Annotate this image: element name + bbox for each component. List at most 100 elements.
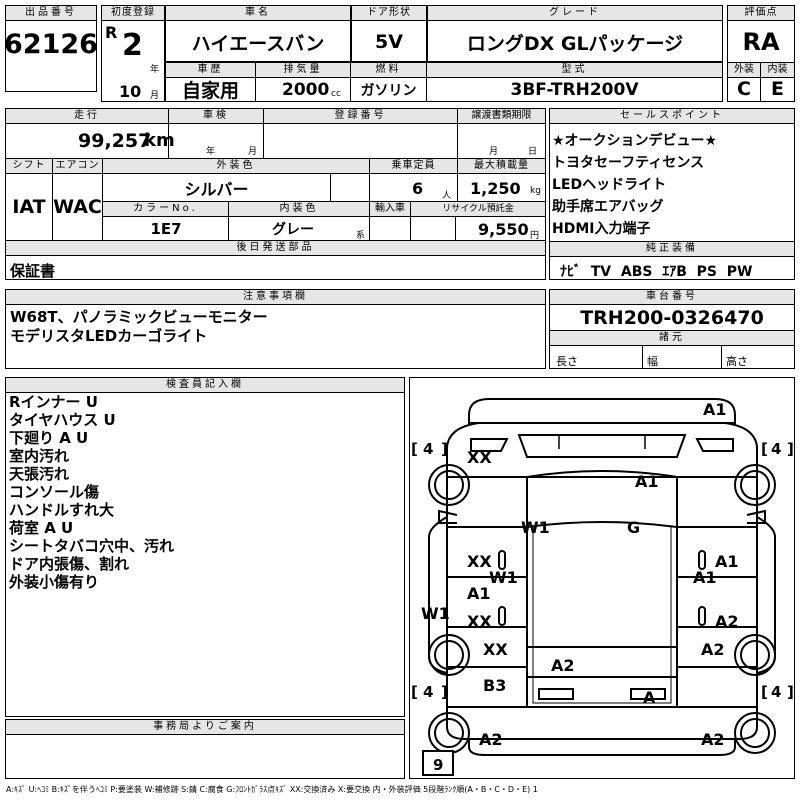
tire-rr-value: 4 — [771, 683, 781, 701]
damage-mark: A1 — [635, 472, 659, 491]
spec-table — [5, 108, 546, 280]
capacity-unit: 人 — [442, 191, 452, 201]
chassis-box — [549, 289, 795, 369]
inspector-label: 検査員記入欄 — [6, 378, 404, 393]
interior-color: グレー — [272, 222, 314, 238]
color-label: 外装色 — [103, 159, 370, 174]
chassis-number: TRH200-0326470 — [580, 306, 764, 329]
inspector-line: コンソール傷 — [9, 483, 100, 501]
displacement-label: 排気量 — [256, 63, 351, 78]
inspector-line: ドア内張傷、割れ — [9, 555, 130, 573]
history-row-box — [165, 62, 723, 102]
selling-points-list: ★オークションデビュー★ トヨタセーフティセンス LEDヘッドライト 助手席エア… — [552, 130, 792, 240]
selling-points-box — [549, 108, 795, 280]
damage-mark: XX — [467, 552, 492, 571]
exterior-label: 外装 — [728, 62, 761, 78]
interior-score: E — [771, 78, 784, 100]
mileage-unit: km — [144, 130, 175, 151]
era: R — [105, 23, 118, 42]
svg-text:[: [ — [761, 683, 768, 701]
caution-line: W68T、パノラミックビューモニター — [10, 308, 268, 326]
damage-mark: A2 — [715, 612, 739, 631]
tire-fl-value: 4 — [423, 440, 433, 458]
transfer-month-unit: 月 — [489, 147, 499, 157]
later-parts-label: 後日発送部品 — [6, 241, 545, 256]
caution-box — [5, 289, 546, 369]
spare-tire-value: 9 — [433, 756, 443, 774]
length-label: 長さ — [556, 355, 578, 368]
car-name: ハイエースバン — [191, 32, 325, 55]
inspection-label: 車検 — [169, 109, 264, 124]
inspector-line: タイヤハウス U — [9, 411, 116, 429]
lot-number-label: 出品番号 — [6, 6, 96, 21]
reg-number-label: 登録番号 — [264, 109, 458, 124]
car-diagram: [ 4 ] [ 4 ] [ 4 ] [ 4 ] 9 A1 XX A1 W1 G … — [411, 398, 794, 776]
inspector-line: 天張汚れ — [9, 465, 70, 483]
inspector-box — [5, 377, 405, 717]
grade-label: グレード — [428, 6, 722, 21]
score-box — [727, 5, 795, 102]
selling-point: 助手席エアバッグ — [552, 199, 664, 215]
damage-mark: A2 — [479, 730, 503, 749]
door-label: ドア形状 — [352, 6, 426, 21]
selling-points-label: セールスポイント — [550, 109, 794, 124]
inspector-line: 下廻り A U — [9, 429, 89, 447]
damage-mark: XX — [467, 612, 492, 631]
car-name-box — [165, 5, 351, 62]
inspection-year-unit: 年 — [206, 147, 216, 157]
displacement-unit: cc — [331, 89, 341, 99]
dimensions-label: 諸元 — [550, 330, 794, 346]
door-box — [351, 5, 427, 62]
exterior-score: C — [728, 77, 761, 101]
first-registration-year: 2 — [122, 28, 143, 63]
first-registration-box — [101, 5, 165, 102]
door-type: 5V — [375, 31, 403, 53]
grade: ロングDX GLパッケージ — [466, 32, 684, 55]
first-registration-label: 初度登録 — [102, 6, 164, 21]
grade-box — [427, 5, 723, 62]
tire-rl-value: 4 — [423, 683, 433, 701]
svg-text:]: ] — [441, 683, 448, 701]
inspector-line: 外装小傷有り — [9, 573, 100, 591]
damage-mark: A2 — [701, 640, 725, 659]
recycle-unit: 円 — [530, 231, 540, 241]
car-name-label: 車名 — [166, 6, 350, 21]
transfer-deadline-label: 譲渡書類期限 — [458, 109, 545, 124]
lot-number: 62126 — [4, 28, 98, 60]
displacement: 2000 — [282, 80, 330, 100]
fuel: ガソリン — [351, 78, 427, 101]
inspector-line: 室内汚れ — [9, 447, 70, 465]
recycle-label: リサイクル預託金 — [411, 202, 545, 217]
height-label: 高さ — [726, 355, 748, 368]
equipment-label: 純正装備 — [550, 241, 794, 257]
car-diagram-box — [409, 377, 795, 779]
ac-label: エアコン — [53, 159, 103, 174]
color: シルバー — [184, 179, 249, 199]
inspector-line: 荷室 A U — [9, 519, 74, 537]
interior-label: 内装 — [761, 62, 794, 78]
caution-label: 注意事項欄 — [6, 290, 545, 305]
history-label: 車歴 — [166, 63, 256, 78]
model: 3BF-TRH200V — [510, 79, 639, 100]
fuel-label: 燃料 — [351, 63, 427, 78]
damage-mark: A2 — [551, 656, 575, 675]
selling-point: HDMI入力端子 — [552, 221, 651, 237]
month-unit: 月 — [150, 91, 160, 101]
score-label: 評価点 — [728, 6, 794, 21]
import-label: 輸入車 — [370, 202, 411, 217]
svg-text:[: [ — [411, 683, 418, 701]
max-load-unit: kg — [530, 186, 541, 196]
svg-text:]: ] — [787, 683, 794, 701]
model-label: 型式 — [427, 63, 722, 78]
svg-text:]: ] — [787, 440, 794, 458]
damage-mark: A — [643, 688, 656, 707]
transfer-day-unit: 日 — [528, 147, 538, 157]
capacity-label: 乗車定員 — [370, 159, 458, 174]
damage-mark: A1 — [703, 400, 727, 419]
damage-mark: W1 — [421, 604, 450, 623]
first-registration-month: 10 — [119, 82, 142, 101]
damage-mark: A1 — [693, 568, 717, 587]
svg-text:]: ] — [441, 440, 448, 458]
inspector-line: ハンドルすれ大 — [9, 501, 115, 519]
damage-mark: A1 — [715, 552, 739, 571]
